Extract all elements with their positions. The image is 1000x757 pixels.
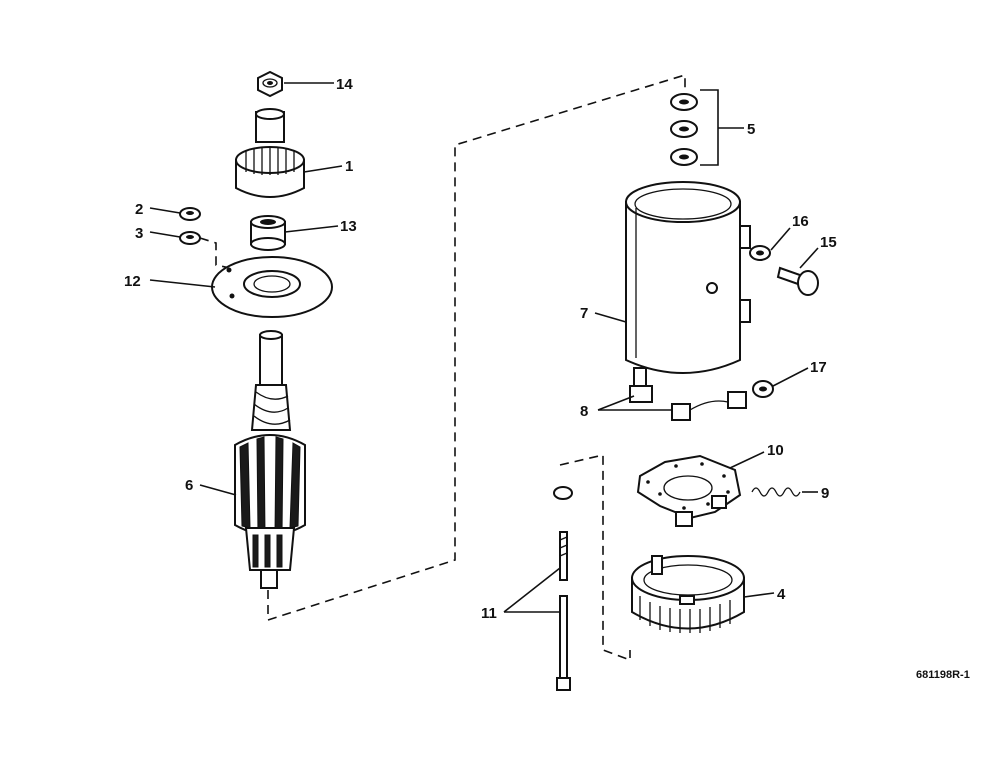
callout-12: 12 <box>124 273 141 290</box>
callout-13: 13 <box>340 218 357 235</box>
callout-11: 11 <box>481 605 497 622</box>
drive-pinion-part-1 <box>235 108 305 198</box>
brushes-part-8 <box>629 385 747 421</box>
assembly-guide-lines <box>267 73 686 662</box>
callout-17: 17 <box>810 359 827 376</box>
frame-and-field-part-7 <box>625 181 751 391</box>
callout-2: 2 <box>135 201 143 218</box>
callout-7: 7 <box>580 305 588 322</box>
end-cap-part-4 <box>631 555 745 633</box>
mount-dash <box>199 237 231 269</box>
terminal-nut-part-17 <box>752 380 774 398</box>
callout-1: 1 <box>345 158 353 175</box>
callout-5: 5 <box>747 121 755 138</box>
spring-part-9 <box>751 487 801 497</box>
head-plate-part-12 <box>211 256 333 318</box>
thrust-washers-part-5 <box>670 93 698 166</box>
leader-lines <box>149 82 819 613</box>
spacer-part-13 <box>250 215 286 251</box>
callout-8: 8 <box>580 403 588 420</box>
washer-part-16 <box>749 245 771 261</box>
callout-14: 14 <box>336 76 353 93</box>
lockwasher-part-3 <box>179 231 201 245</box>
callout-9: 9 <box>821 485 829 502</box>
brush-plate-part-10 <box>636 454 742 527</box>
callout-15: 15 <box>820 234 837 251</box>
figure-id: 681198R-1 <box>916 669 970 681</box>
nut-part-2 <box>179 207 201 221</box>
through-bolts-part-11 <box>553 486 573 691</box>
armature-part-6 <box>234 330 306 589</box>
nut-part-14 <box>257 70 283 98</box>
callout-6: 6 <box>185 477 193 494</box>
bolt-part-15 <box>776 266 819 296</box>
callout-10: 10 <box>767 442 784 459</box>
callout-3: 3 <box>135 225 143 242</box>
callout-4: 4 <box>777 586 786 603</box>
callout-16: 16 <box>792 213 809 230</box>
